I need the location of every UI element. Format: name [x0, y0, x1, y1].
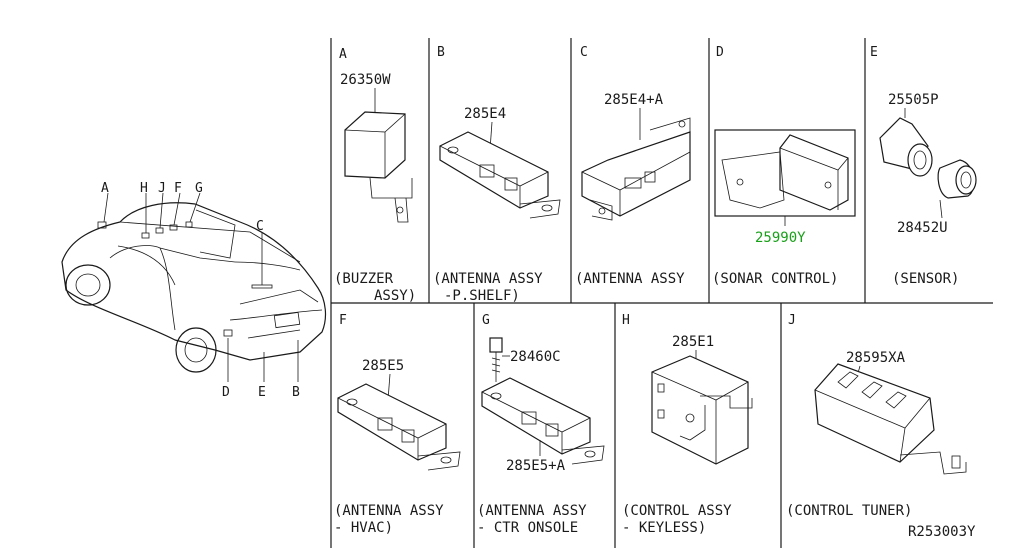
panel-c-caption-1: (ANTENNA ASSY	[575, 271, 685, 287]
bolt-drawing	[489, 337, 503, 382]
panel-f[interactable]: F 285E5 (ANTENNA ASSY - HVAC)	[334, 313, 461, 536]
panel-g-caption-2: - CTR ONSOLE	[477, 520, 578, 536]
sensor-drawing	[879, 117, 977, 199]
panel-a-caption-2: ASSY)	[374, 288, 416, 304]
panel-f-caption-2: - HVAC)	[334, 520, 393, 536]
panel-e-part-number-2[interactable]: 28452U	[897, 220, 948, 236]
panel-e[interactable]: E 25505P 28452U (SENSOR)	[870, 45, 977, 287]
panel-a-part-number[interactable]: 26350W	[340, 72, 391, 88]
panel-b[interactable]: B 285E4 (ANTENNA ASSY -P.SHELF)	[433, 45, 561, 304]
car-callout-c: C	[256, 219, 264, 234]
sonar-control-drawing	[721, 134, 849, 211]
panel-b-part-number[interactable]: 285E4	[464, 106, 506, 122]
panel-g-letter: G	[482, 313, 490, 328]
panel-g-part-number-2[interactable]: 285E5+A	[506, 458, 566, 474]
car-callout-e: E	[258, 385, 266, 400]
panel-a[interactable]: A 26350W (BUZZER ASSY)	[334, 47, 416, 304]
car-callout-h: H	[140, 181, 148, 196]
car-callout-g: G	[195, 181, 203, 196]
panel-d-part-number[interactable]: 25990Y	[755, 230, 806, 246]
panel-d-caption-1: (SONAR CONTROL)	[712, 271, 838, 287]
panel-h-caption-2: - KEYLESS)	[622, 520, 706, 536]
panel-j[interactable]: J 28595XA (CONTROL TUNER)	[786, 313, 967, 519]
antenna-pshelf-drawing	[439, 131, 561, 219]
panel-d-letter: D	[716, 45, 724, 60]
panel-b-letter: B	[437, 45, 445, 60]
panel-h-letter: H	[622, 313, 630, 328]
antenna-hvac-drawing	[337, 383, 461, 471]
buzzer-assy-drawing	[344, 111, 413, 223]
panel-h-part-number[interactable]: 285E1	[672, 334, 714, 350]
panel-c-letter: C	[580, 45, 588, 60]
panel-j-caption-1: (CONTROL TUNER)	[786, 503, 912, 519]
car-callout-f: F	[174, 181, 182, 196]
panel-j-part-number[interactable]: 28595XA	[846, 350, 906, 366]
panel-e-caption-1: (SENSOR)	[892, 271, 959, 287]
panel-grid	[330, 38, 993, 548]
panel-e-letter: E	[870, 45, 878, 60]
panel-g-caption-1: (ANTENNA ASSY	[477, 503, 587, 519]
panel-h[interactable]: H 285E1 (CONTROL ASSY - KEYLESS)	[622, 313, 753, 536]
antenna-ctr-console-drawing	[481, 377, 605, 465]
car-illustration	[61, 192, 327, 382]
car-callout-b: B	[292, 385, 300, 400]
panel-c[interactable]: C 285E4+A (ANTENNA ASSY	[575, 45, 691, 287]
panel-a-letter: A	[339, 47, 347, 62]
car-callout-a: A	[101, 181, 109, 196]
panel-b-caption-2: -P.SHELF)	[444, 288, 520, 304]
panel-e-part-number-1[interactable]: 25505P	[888, 92, 939, 108]
keyless-control-drawing	[651, 355, 753, 465]
panel-c-part-number[interactable]: 285E4+A	[604, 92, 664, 108]
panel-f-letter: F	[339, 313, 347, 328]
panel-a-caption-1: (BUZZER	[334, 271, 394, 287]
panel-b-caption-1: (ANTENNA ASSY	[433, 271, 543, 287]
panel-j-letter: J	[788, 313, 796, 328]
panel-f-part-number[interactable]: 285E5	[362, 358, 404, 374]
panel-h-caption-1: (CONTROL ASSY	[622, 503, 732, 519]
panel-f-caption-1: (ANTENNA ASSY	[334, 503, 444, 519]
panel-g-part-number-1[interactable]: 28460C	[510, 349, 561, 365]
panel-d[interactable]: D 25990Y (SONAR CONTROL)	[712, 45, 856, 287]
diagram-code: R253003Y	[908, 524, 976, 540]
car-callout-d: D	[222, 385, 230, 400]
control-tuner-drawing	[814, 363, 967, 475]
antenna-assy-c-drawing	[581, 117, 691, 221]
panel-g[interactable]: G 28460C 285E5+A (ANTENNA ASSY - CTR ONS…	[477, 313, 605, 536]
car-callout-j: J	[158, 181, 166, 196]
